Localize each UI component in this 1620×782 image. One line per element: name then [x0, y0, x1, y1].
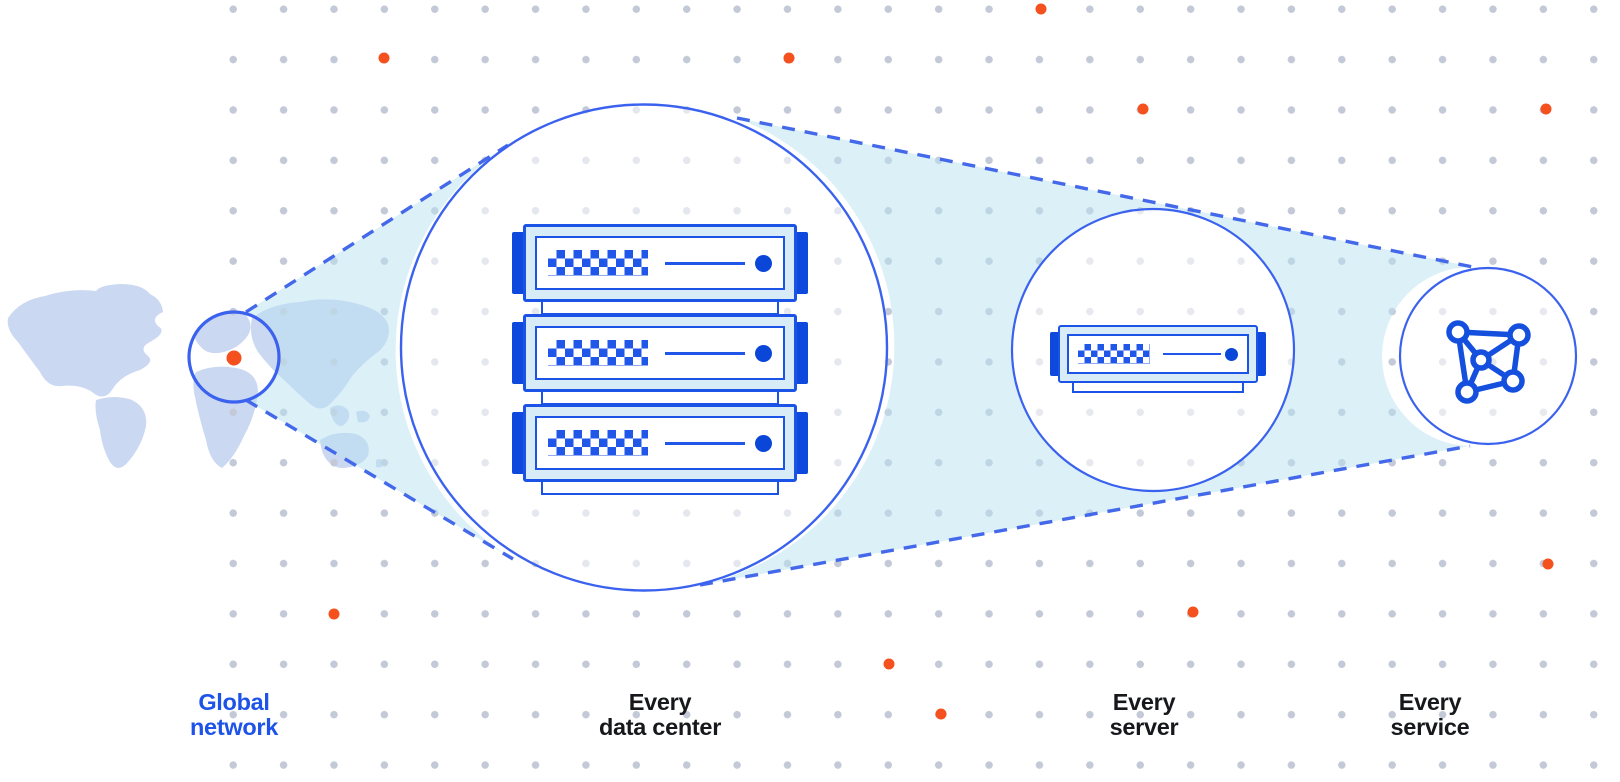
label-every-data-center: Every data center	[598, 689, 722, 740]
server-slot-line	[665, 351, 745, 355]
zoom-beam-datacenter-to-service	[700, 118, 1473, 585]
server-vents-pattern	[1078, 344, 1150, 364]
server-power-led	[755, 434, 772, 452]
dashed-line	[245, 398, 514, 561]
dashed-line	[245, 143, 509, 314]
server-chassis	[523, 224, 797, 302]
server-rack-unit-3	[512, 404, 808, 495]
server-power-led	[1225, 347, 1238, 361]
server-vents-pattern	[548, 340, 648, 366]
orange-dot	[1187, 606, 1199, 618]
server-chassis	[523, 314, 797, 392]
server-slot-line	[1163, 352, 1221, 356]
orange-dot	[328, 608, 340, 620]
server-vents-pattern	[548, 250, 648, 276]
server-rack-unit-2	[512, 314, 808, 405]
network-mesh-icon	[1446, 320, 1531, 404]
server-faceplate	[535, 416, 785, 470]
orange-dot	[783, 52, 795, 64]
orange-dot	[883, 658, 895, 670]
zoom-beam-map-to-datacenter	[246, 145, 513, 559]
dashed-line	[736, 116, 1474, 269]
orange-dot	[378, 52, 390, 64]
server-faceplate	[535, 236, 785, 290]
server-chassis	[523, 404, 797, 482]
location-dot	[226, 350, 242, 366]
server-slot-line	[665, 261, 745, 265]
server-slot-line	[665, 441, 745, 445]
server-vents-pattern	[548, 430, 648, 456]
label-every-server: Every server	[1109, 689, 1179, 740]
single-server-unit	[1050, 325, 1266, 393]
orange-dot	[935, 708, 947, 720]
label-every-service: Every service	[1390, 689, 1470, 740]
server-faceplate	[535, 326, 785, 380]
orange-dot	[1137, 103, 1149, 115]
dashed-zoom-lines	[245, 116, 1474, 587]
dashed-line	[699, 444, 1471, 587]
orange-dot	[1540, 103, 1552, 115]
server-faceplate	[1067, 334, 1249, 374]
label-global-network: Global network	[190, 689, 278, 740]
server-power-led	[755, 344, 772, 362]
orange-dot	[1542, 558, 1554, 570]
server-power-led	[755, 254, 772, 272]
orange-dot	[1035, 3, 1047, 15]
server-rack-unit-1	[512, 224, 808, 315]
server-chassis	[1058, 325, 1258, 383]
map-highlight-circle	[187, 310, 281, 404]
